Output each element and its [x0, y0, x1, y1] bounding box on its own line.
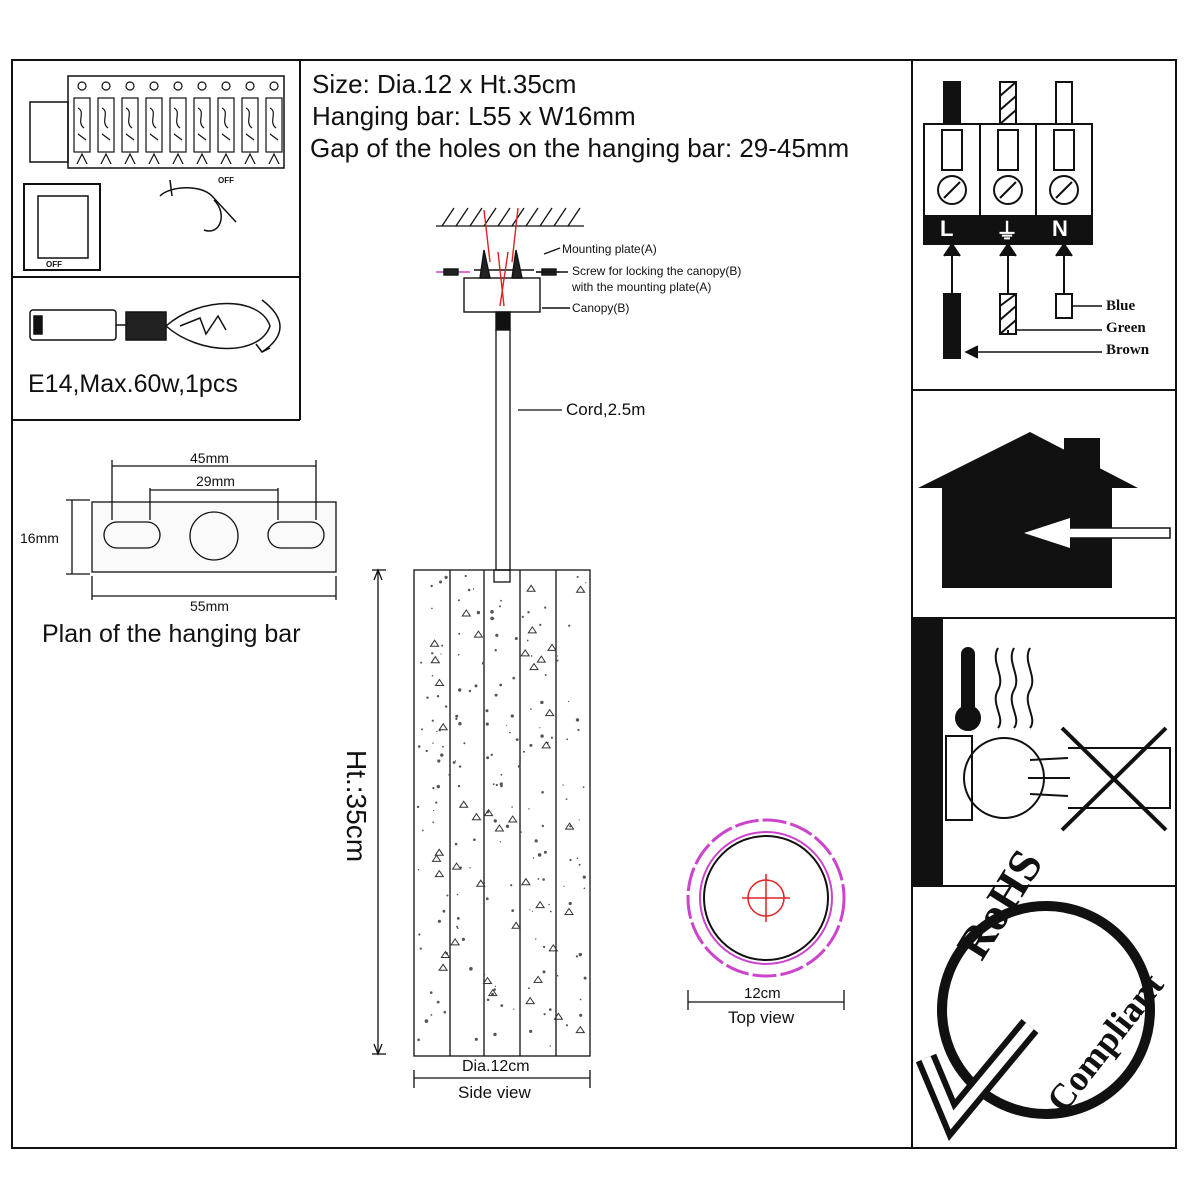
terminal-n-label: N	[1052, 216, 1068, 241]
canopy-assembly	[436, 207, 570, 331]
mounting-plate-label: Mounting plate(A)	[562, 242, 657, 256]
e14-bulb-icon	[29, 299, 281, 353]
breaker-switch	[265, 81, 283, 165]
cord	[495, 329, 562, 571]
outer-gap-label: 45mm	[190, 450, 229, 466]
breaker-switch	[169, 81, 187, 165]
sheet-frame	[11, 59, 1177, 1149]
breaker-panel-icon	[23, 75, 285, 271]
screw-label-line1: Screw for locking the canopy(B)	[572, 264, 742, 278]
side-diameter-label: Dia.12cm	[462, 1058, 530, 1075]
breaker-switch	[145, 81, 163, 165]
hanging-bar-caption: Plan of the hanging bar	[42, 620, 301, 648]
top-view-caption: Top view	[728, 1008, 795, 1027]
breaker-switch	[217, 81, 235, 165]
canopy-label: Canopy(B)	[572, 301, 630, 315]
breaker-off-label: OFF	[218, 176, 234, 185]
terminal-earth-label: ⏚	[996, 219, 1019, 244]
size-spec: Size: Dia.12 x Ht.35cm	[312, 69, 577, 99]
bulb-spec: E14,Max.60w,1pcs	[28, 370, 238, 398]
top-diameter-label: 12cm	[744, 985, 781, 1002]
wire-blue-label: Blue	[1106, 298, 1136, 314]
wire-brown-label: Brown	[1106, 342, 1150, 358]
height-dimension	[372, 568, 386, 1056]
socket-off-label: OFF	[46, 260, 62, 269]
breaker-switch	[241, 81, 259, 165]
pendant-side-view	[413, 569, 591, 1057]
hole-gap-spec: Gap of the holes on the hanging bar: 29-…	[310, 133, 850, 163]
hanging-bar-plan	[66, 460, 337, 600]
rohs-logo	[915, 901, 1155, 1141]
height-label: Ht.:35cm	[341, 749, 373, 863]
bar-length-label: 55mm	[190, 598, 229, 614]
breaker-switch	[73, 81, 91, 165]
breaker-switch	[121, 81, 139, 165]
indoor-use-icon	[918, 432, 1171, 588]
hot-surface-warning-icon	[911, 617, 1171, 887]
screw-label-line2: with the mounting plate(A)	[572, 280, 712, 294]
terminal-l-label: L	[940, 216, 954, 241]
breaker-switches	[73, 81, 283, 165]
terminal-block	[923, 81, 1102, 359]
hanging-bar-spec: Hanging bar: L55 x W16mm	[312, 101, 636, 131]
breaker-switch	[97, 81, 115, 165]
inner-gap-label: 29mm	[196, 473, 235, 489]
crystal-texture	[416, 574, 587, 1047]
side-view-caption: Side view	[458, 1083, 531, 1102]
top-view-drawing	[686, 818, 846, 1010]
wire-green-label: Green	[1106, 320, 1146, 336]
diameter-dimension	[413, 1070, 591, 1088]
bar-width-label: 16mm	[20, 530, 59, 546]
cord-label: Cord,2.5m	[566, 400, 646, 419]
ceiling-hatch-lines	[441, 207, 581, 227]
breaker-switch	[193, 81, 211, 165]
